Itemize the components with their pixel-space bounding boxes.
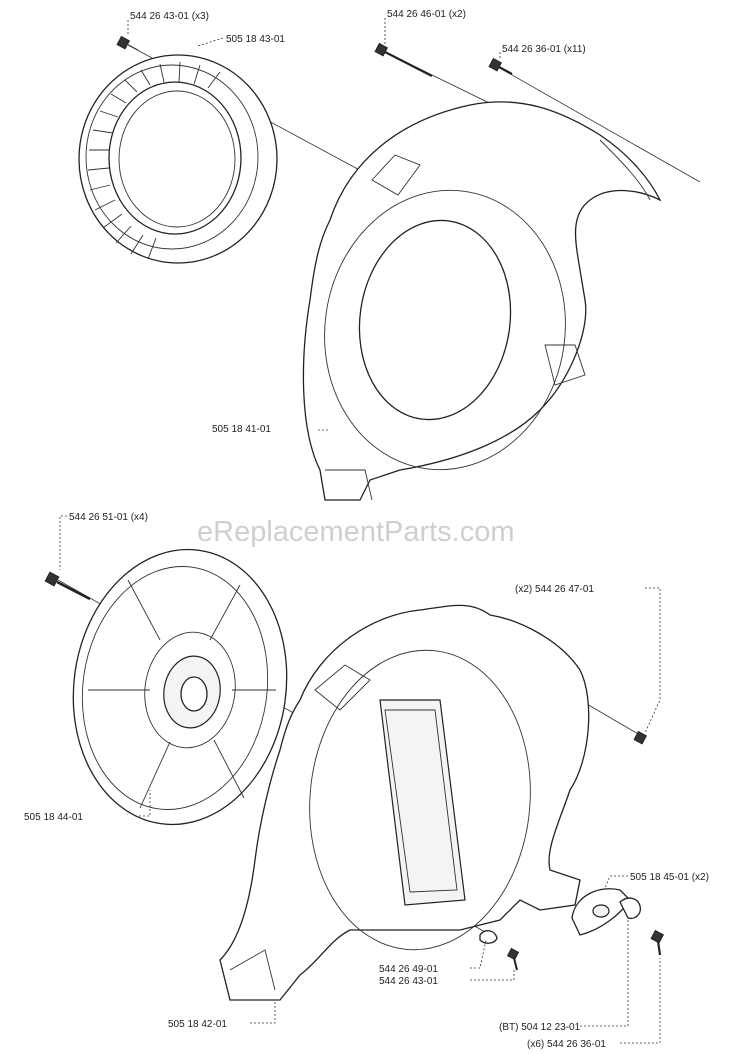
watermark-text: eReplacementParts.com (197, 516, 515, 548)
screw-right-icon[interactable] (633, 730, 647, 745)
screw-top-right-icon[interactable] (488, 57, 513, 75)
cap-part[interactable] (571, 888, 631, 936)
label-guard-ring: 505 18 43-01 (226, 34, 285, 45)
label-screw-43: 544 26 43-01 (379, 976, 438, 987)
label-bolt-top-left: 544 26 43-01 (x3) (130, 11, 209, 22)
axis-line-upper-right (497, 66, 701, 183)
upper-housing-part[interactable] (302, 101, 662, 501)
label-bolt-fan: 544 26 51-01 (x4) (69, 512, 148, 523)
label-screw-49: 544 26 49-01 (379, 964, 438, 975)
clip-part[interactable] (619, 897, 641, 920)
leader-lines (59, 18, 661, 1044)
part-labels: 544 26 43-01 (x3) 505 18 43-01 544 26 46… (24, 9, 709, 1050)
label-housing-upper: 505 18 41-01 (212, 424, 271, 435)
label-screw-top-right: 544 26 36-01 (x11) (502, 44, 586, 55)
label-screw-right-x2: (x2) 544 26 47-01 (515, 584, 594, 595)
axis-line-lower-right (579, 699, 646, 739)
screw-49-icon[interactable] (479, 930, 498, 944)
screw-43-icon[interactable] (506, 947, 520, 971)
lower-housing-part[interactable] (219, 604, 590, 1001)
long-bolt-icon[interactable] (374, 42, 433, 77)
label-clip-bt: (BT) 504 12 23-01 (499, 1022, 581, 1033)
label-bolt-long-top: 544 26 46-01 (x2) (387, 9, 466, 20)
label-fan: 505 18 44-01 (24, 812, 83, 823)
label-cap-x2: 505 18 45-01 (x2) (630, 872, 709, 883)
fan-part[interactable] (56, 536, 304, 839)
guard-ring-part[interactable] (78, 54, 278, 264)
label-housing-lower: 505 18 42-01 (168, 1019, 227, 1030)
fan-bolt-icon[interactable] (44, 571, 91, 601)
screw-x6-icon[interactable] (650, 929, 664, 956)
bolt-top-left-icon[interactable] (116, 35, 139, 51)
label-screw-x6: (x6) 544 26 36-01 (527, 1039, 606, 1050)
